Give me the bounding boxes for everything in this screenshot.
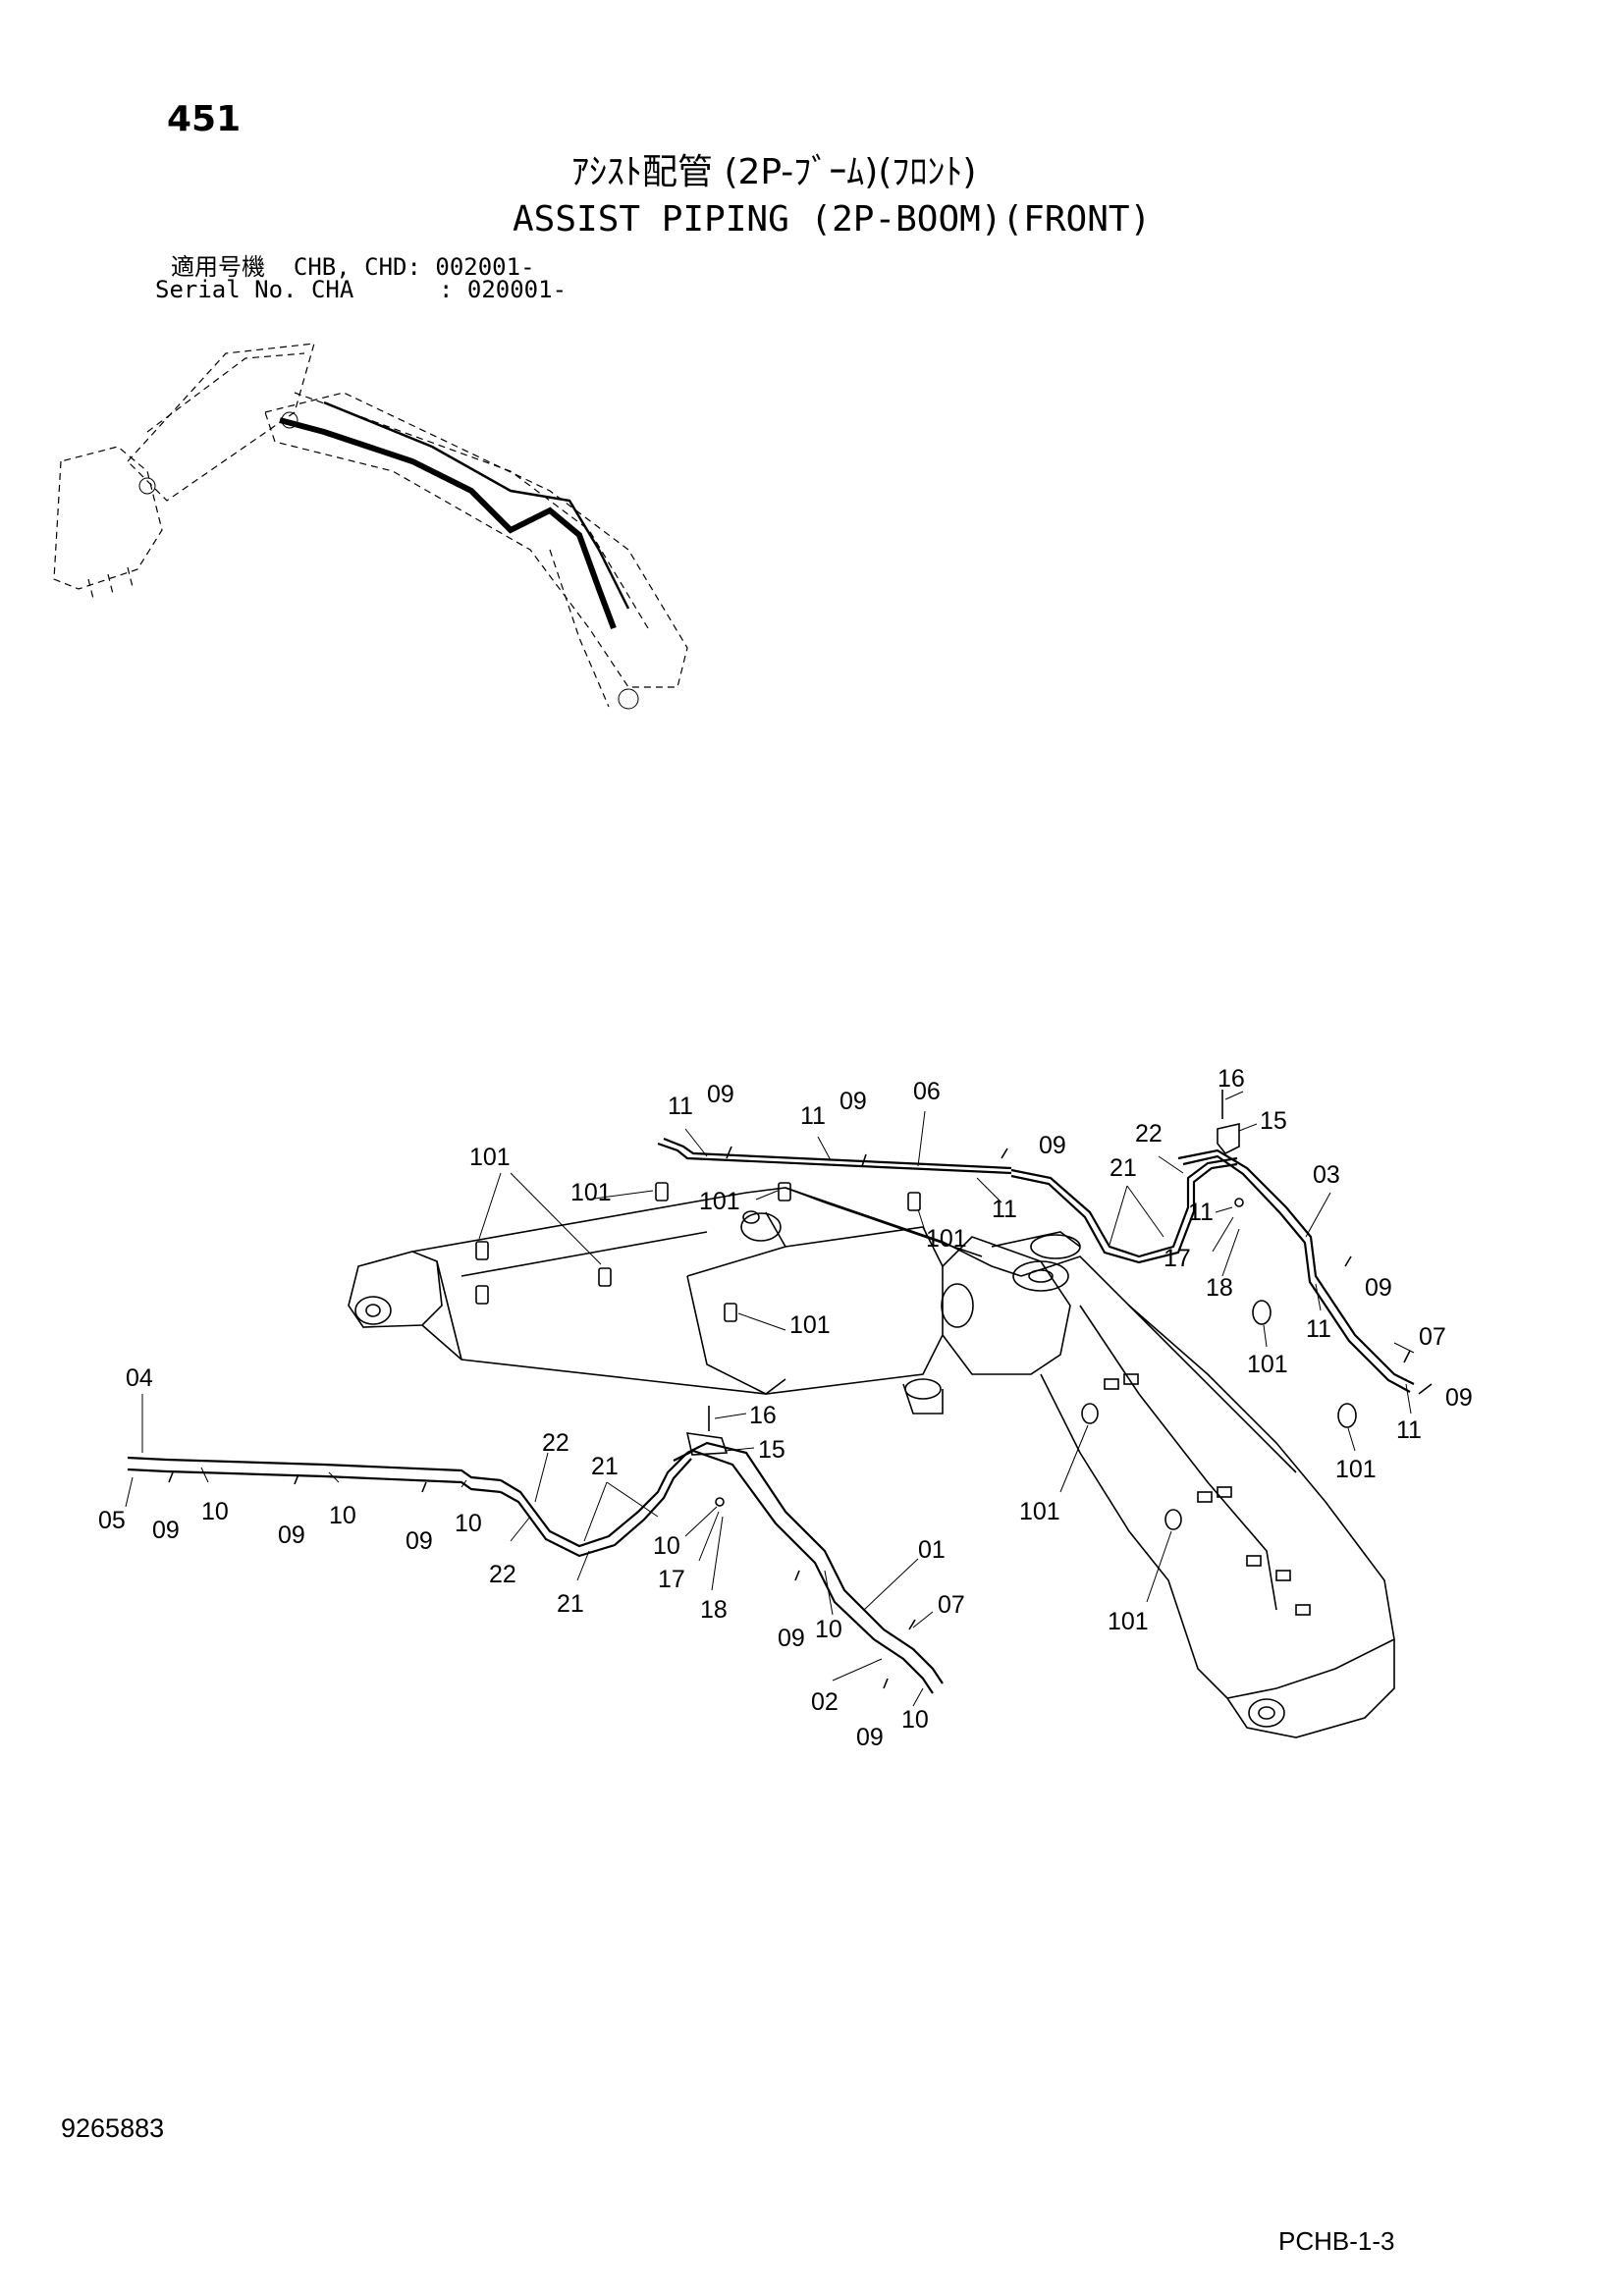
callout-22: 22 — [489, 1561, 516, 1588]
callout-11: 11 — [668, 1093, 693, 1120]
callout-11: 11 — [800, 1102, 826, 1130]
document-number: 9265883 — [61, 2113, 165, 2143]
callout-10: 10 — [653, 1532, 680, 1560]
callout-10: 10 — [455, 1510, 482, 1537]
callout-101: 101 — [699, 1188, 740, 1215]
pipe-lines — [127, 1137, 1415, 1694]
callout-09: 09 — [856, 1724, 884, 1751]
clamp-parts — [475, 1182, 1357, 1530]
callout-11: 11 — [1306, 1315, 1331, 1343]
title-english: ASSIST PIPING (2P-BOOM)(FRONT) — [513, 199, 1152, 240]
applicable-serial-line-2: Serial No. CHA : 020001- — [155, 276, 568, 303]
callout-101: 101 — [789, 1311, 831, 1339]
callout-101: 101 — [1108, 1608, 1149, 1635]
callout-09: 09 — [707, 1081, 734, 1108]
callout-101: 101 — [926, 1225, 967, 1253]
callout-101: 101 — [1019, 1498, 1060, 1525]
callout-04: 04 — [126, 1364, 153, 1392]
callout-22: 22 — [1135, 1120, 1163, 1148]
callout-101: 101 — [1247, 1351, 1288, 1378]
callout-06: 06 — [913, 1078, 941, 1105]
callout-21: 21 — [1110, 1154, 1137, 1182]
callout-10: 10 — [901, 1706, 929, 1734]
callout-09: 09 — [839, 1088, 867, 1115]
callout-101: 101 — [570, 1179, 612, 1206]
callout-03: 03 — [1313, 1161, 1340, 1189]
callout-21: 21 — [591, 1453, 619, 1480]
callout-16: 16 — [749, 1402, 777, 1429]
callout-101: 101 — [1335, 1456, 1377, 1483]
callout-10: 10 — [815, 1616, 842, 1643]
page-number: 451 — [167, 99, 242, 139]
callout-09: 09 — [1365, 1274, 1392, 1302]
callout-07: 07 — [1419, 1323, 1446, 1351]
page-code: PCHB-1-3 — [1278, 2226, 1395, 2256]
callout-10: 10 — [201, 1498, 229, 1525]
callout-09: 09 — [278, 1522, 305, 1549]
callout-09: 09 — [152, 1517, 180, 1544]
bracket-parts — [685, 1090, 1244, 1507]
callout-09: 09 — [1445, 1384, 1473, 1412]
callout-07: 07 — [938, 1591, 965, 1619]
callout-22: 22 — [542, 1429, 569, 1457]
callout-05: 05 — [98, 1507, 126, 1534]
callout-10: 10 — [329, 1502, 356, 1529]
callout-17: 17 — [1164, 1245, 1191, 1272]
callout-labels: 101 101 101 101 101 101 101 101 101 11 1… — [98, 1065, 1473, 1751]
title-japanese: ｱｼｽﾄ配管 (2P-ﾌﾞｰﾑ)(ﾌﾛﾝﾄ) — [571, 152, 977, 192]
callout-16: 16 — [1218, 1065, 1245, 1093]
callout-18: 18 — [700, 1596, 728, 1624]
callout-21: 21 — [557, 1590, 584, 1618]
callout-09: 09 — [406, 1527, 433, 1555]
callout-11: 11 — [1188, 1199, 1214, 1226]
callout-101: 101 — [469, 1144, 511, 1171]
callout-01: 01 — [918, 1536, 946, 1564]
boom-outline — [348, 1187, 1395, 1738]
leader-lines — [125, 1091, 1415, 1707]
callout-17: 17 — [658, 1566, 685, 1593]
overview-inset — [53, 343, 688, 710]
callout-15: 15 — [1260, 1107, 1287, 1135]
bolt-parts — [168, 1146, 1433, 1689]
callout-09: 09 — [1039, 1132, 1066, 1159]
applicable-serial-line-1: 適用号機 CHB, CHD: 002001- — [171, 253, 535, 281]
callout-11: 11 — [992, 1196, 1017, 1223]
callout-11: 11 — [1396, 1416, 1422, 1444]
callout-15: 15 — [758, 1436, 785, 1464]
callout-02: 02 — [811, 1688, 839, 1716]
callout-18: 18 — [1206, 1274, 1233, 1302]
callout-09: 09 — [778, 1625, 805, 1652]
